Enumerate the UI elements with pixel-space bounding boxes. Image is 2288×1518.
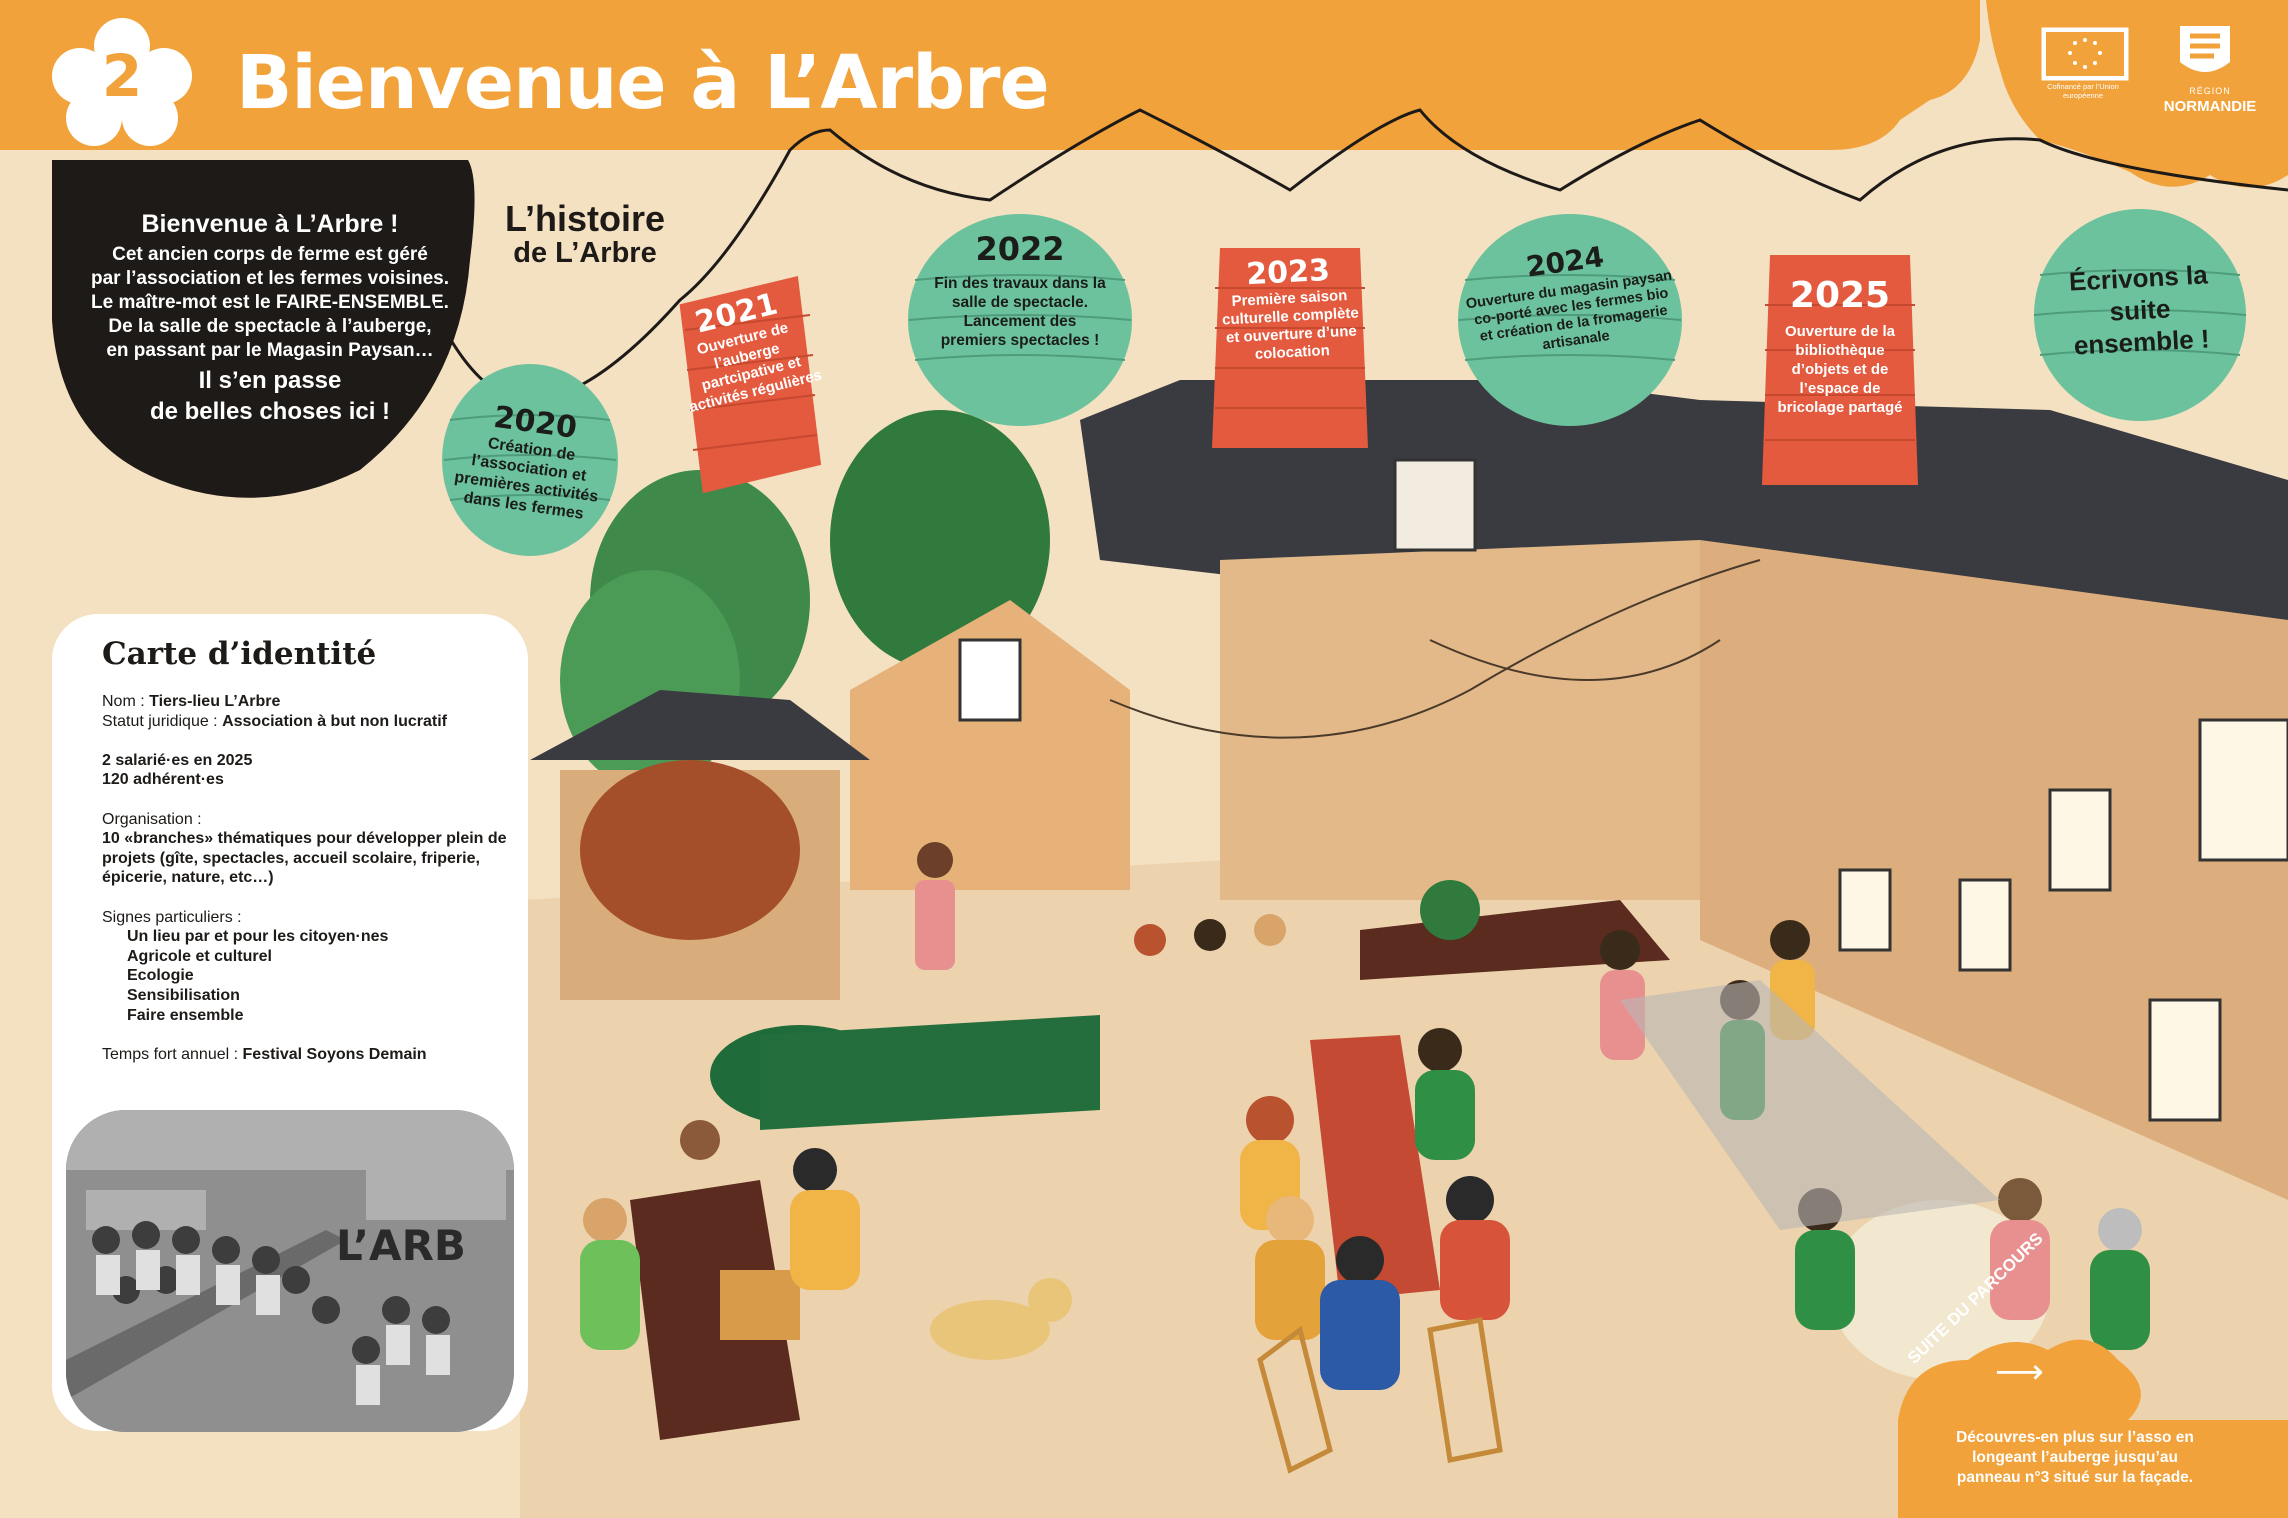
history-title-line: de L’Arbre — [513, 237, 657, 269]
panel-number: 2 — [101, 42, 143, 110]
trait-item: Agricole et culturel — [127, 947, 272, 965]
arrow-right-icon: ⟶ — [1995, 1352, 2044, 1392]
top-banner — [0, 0, 2288, 188]
field-label: Signes particuliers : — [102, 908, 242, 926]
pizza-table — [760, 1015, 1100, 1130]
intro-line: par l’association et les fermes voisines… — [91, 268, 449, 289]
lantern-2023-text: 2023 Première saison culturelle complète… — [1212, 251, 1367, 366]
lantern-string — [428, 108, 2288, 403]
identity-details: Nom : Tiers-lieu L’Arbre Statut juridiqu… — [102, 692, 522, 1064]
intro-line: Cet ancien corps de ferme est géré — [112, 244, 428, 265]
field-label: Nom : — [102, 693, 150, 710]
timeline-year: 2022 — [975, 230, 1065, 268]
photo-sign: L’ARB — [336, 1221, 466, 1270]
trait-item: Sensibilisation — [127, 986, 240, 1004]
intro-tagline: de belles choses ici ! — [149, 398, 391, 425]
timeline-text: Écrivons la suite ensemble ! — [2068, 259, 2211, 361]
staff-count: 2 salarié·es en 2025 — [102, 751, 253, 769]
timeline-text: Première saison culturelle complète et o… — [1221, 286, 1360, 363]
field-label: Statut juridique : — [102, 712, 223, 730]
music-stage — [1360, 900, 1670, 980]
identity-title: Carte d’identité — [102, 636, 377, 672]
intro-text: Bienvenue à L’Arbre ! Cet ancien corps d… — [60, 210, 480, 427]
lantern-2024 — [1458, 214, 1682, 426]
lantern-2020 — [442, 364, 618, 556]
bar-counter — [630, 1180, 800, 1440]
history-title-line: L’histoire — [504, 198, 666, 239]
field-value: Association à but non lucratif — [222, 712, 447, 730]
tree-right — [830, 410, 1050, 670]
intro-heading: Bienvenue à L’Arbre ! — [141, 210, 399, 238]
eu-caption: Cofinancé par l’Union européenne — [2047, 82, 2119, 100]
timeline-text: Fin des travaux dans la salle de spectac… — [934, 275, 1106, 349]
dog — [930, 1300, 1050, 1360]
trait-item: Faire ensemble — [127, 1006, 244, 1024]
history-title: L’histoire de L’Arbre — [470, 198, 700, 269]
intro-line: De la salle de spectacle à l’auberge, — [108, 316, 432, 337]
region-label: RÉGION — [2189, 86, 2231, 96]
trait-item: Ecologie — [127, 967, 194, 985]
lantern-2020-text: 2020 Création de l’association et premiè… — [448, 395, 612, 526]
lantern-2025-text: 2025 Ouverture de la bibliothèque d’obje… — [1765, 275, 1915, 417]
lantern-2022-text: 2022 Fin des travaux dans la salle de sp… — [930, 230, 1110, 350]
group-photo-image: L’ARB — [66, 1110, 514, 1432]
intro-bubble — [52, 160, 475, 498]
bread-oven — [580, 760, 800, 940]
field-label: Temps fort annuel : — [102, 1045, 243, 1063]
lantern-2021 — [679, 276, 822, 494]
next-step-text: Découvres-en plus sur l’asso en longeant… — [1956, 1429, 2194, 1486]
lantern-future-text: Écrivons la suite ensemble ! — [2058, 258, 2223, 362]
field-value: Tiers-lieu L’Arbre — [149, 693, 281, 710]
intro-line: en passant par le Magasin Paysan… — [106, 340, 434, 361]
lantern-2022 — [908, 214, 1132, 426]
small-house — [850, 600, 1130, 890]
right-wing — [1700, 540, 2288, 1200]
lantern-2025 — [1762, 255, 1918, 485]
lantern-future — [2033, 209, 2247, 421]
dining-table — [1310, 1035, 1440, 1300]
timeline-year: 2025 — [1789, 275, 1891, 316]
normandie-label: NORMANDIE — [2163, 98, 2257, 115]
lantern-2023 — [1212, 248, 1368, 448]
flower-badge-icon — [52, 18, 192, 146]
members-count: 120 adhérent·es — [102, 771, 224, 789]
intro-tagline: Il s’en passe — [198, 367, 342, 394]
intro-line: Le maître-mot est le FAIRE-ENSEMBLE. — [91, 292, 449, 313]
field-value: Festival Soyons Demain — [242, 1045, 427, 1063]
field-label: Organisation : — [102, 810, 202, 828]
trait-item: Un lieu par et pour les citoyen·nes — [127, 928, 389, 946]
next-step-blob — [1898, 1339, 2288, 1518]
group-photo: L’ARB — [66, 1110, 514, 1432]
normandie-lions-icon — [2180, 26, 2230, 72]
field-value: 10 «branches» thématiques pour développe… — [102, 830, 507, 887]
timeline-text: Ouverture de la bibliothèque d’objets et… — [1777, 323, 1903, 416]
eu-flag-icon — [2041, 27, 2129, 81]
page-title: Bienvenue à L’Arbre — [236, 40, 1050, 126]
main-building — [1220, 540, 1700, 900]
